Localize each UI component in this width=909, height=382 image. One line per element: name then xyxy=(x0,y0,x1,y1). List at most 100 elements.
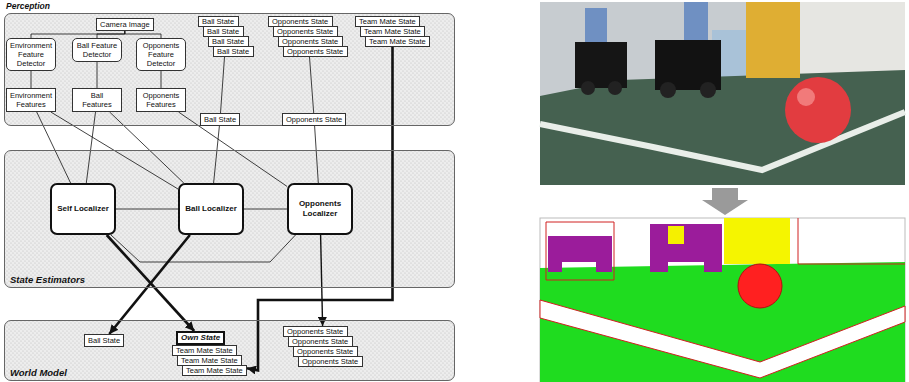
connector xyxy=(244,209,287,210)
band-ground xyxy=(4,320,455,381)
box-label: Ball State xyxy=(204,115,236,124)
stacked-state-box: Opponents State xyxy=(298,356,363,367)
stacked-state-box: Team Mate State xyxy=(177,355,242,366)
stacked-state-box: Ball State xyxy=(203,26,244,37)
state-stack: Opponents StateOpponents StateOpponents … xyxy=(283,326,363,367)
stacked-state-box: Opponents State xyxy=(288,336,353,347)
photo-goal xyxy=(746,2,800,78)
connector xyxy=(221,57,225,113)
connector xyxy=(116,209,178,210)
connector xyxy=(214,126,220,183)
box-label: Opponents Localizer xyxy=(289,199,351,219)
photo-robot-wheel xyxy=(581,81,595,95)
feature-box: Opponents Features xyxy=(136,88,186,112)
connector xyxy=(86,112,95,183)
photo-background xyxy=(540,218,905,382)
box-label: Opponents State xyxy=(286,115,342,124)
photo-field-line xyxy=(540,112,905,170)
own-state-box: Own State xyxy=(176,331,225,345)
stacked-state-box: Team Mate State xyxy=(355,16,420,27)
layer-band: World ModelBall StateOwn StateTeam Mate … xyxy=(4,320,455,381)
box-label: Self Localizer xyxy=(57,204,109,214)
estimator-box: Opponents Localizer xyxy=(287,183,353,235)
connector xyxy=(310,57,314,113)
estimator-box: Ball Localizer xyxy=(178,183,244,235)
box-label: Opponents Features xyxy=(139,91,183,109)
detector-box: Opponents Feature Detector xyxy=(136,38,186,71)
box-label: Environment Features xyxy=(9,91,53,109)
camera-photo xyxy=(540,2,905,185)
photo-ball-highlight xyxy=(797,88,815,106)
connector xyxy=(321,235,323,326)
stacked-state-box: Opponents State xyxy=(283,326,348,337)
photo-goal xyxy=(724,218,790,264)
connector xyxy=(97,31,125,38)
stacked-state-box: Ball State xyxy=(208,36,249,47)
box-label: Camera Image xyxy=(100,20,150,29)
state-stack: Team Mate StateTeam Mate StateTeam Mate … xyxy=(355,16,430,47)
photo-robot xyxy=(575,42,627,88)
photo-robot-marker xyxy=(684,2,708,40)
state-stack: Team Mate StateTeam Mate StateTeam Mate … xyxy=(172,345,247,376)
layer-heading: State Estimators xyxy=(10,274,85,285)
state-stack: Ball StateBall StateBall StateBall State xyxy=(198,16,254,57)
data-box: Ball State xyxy=(84,334,124,347)
box-label: Opponents Feature Detector xyxy=(139,41,183,68)
box-label: Environment Feature Detector xyxy=(9,41,53,68)
stacked-state-box: Opponents State xyxy=(293,346,358,357)
photo-robot xyxy=(650,224,722,272)
data-box: Camera Image xyxy=(96,18,154,31)
box-label: Ball Localizer xyxy=(185,204,237,214)
stacked-state-box: Team Mate State xyxy=(365,36,430,47)
detector-box: Environment Feature Detector xyxy=(6,38,56,71)
connector xyxy=(161,71,162,88)
connector xyxy=(247,47,393,371)
stacked-state-box: Opponents State xyxy=(283,46,348,57)
connector xyxy=(110,112,184,183)
band-ground xyxy=(4,13,455,126)
data-box: Opponents State xyxy=(282,113,346,126)
connector xyxy=(31,71,32,88)
connector xyxy=(125,31,161,38)
state-stack: Opponents StateOpponents StateOpponents … xyxy=(268,16,348,57)
photo-field-line xyxy=(540,300,905,378)
band-ground xyxy=(4,150,455,288)
photo-wall xyxy=(540,2,905,185)
photo-robot-marker xyxy=(585,8,607,42)
photo-robot-wheel xyxy=(660,82,676,98)
feature-box: Ball Features xyxy=(72,88,122,112)
photo-robot-wheel xyxy=(700,82,716,98)
connector xyxy=(111,235,296,262)
detector-box: Ball Feature Detector xyxy=(72,38,122,62)
stacked-state-box: Team Mate State xyxy=(360,26,425,37)
region-outline xyxy=(798,218,905,264)
photo-ball xyxy=(738,264,782,308)
box-label: Ball State xyxy=(88,336,120,345)
estimator-box: Self Localizer xyxy=(50,183,116,235)
connector xyxy=(97,62,98,88)
layer-heading: World Model xyxy=(10,367,67,378)
stacked-state-box: Team Mate State xyxy=(182,365,247,376)
box-label: Ball Feature Detector xyxy=(75,41,119,59)
stacked-state-box: Team Mate State xyxy=(172,345,237,356)
photo-robot xyxy=(655,40,721,90)
stacked-state-box: Opponents State xyxy=(273,26,338,37)
stacked-state-box: Ball State xyxy=(198,16,239,27)
photo-wall xyxy=(800,2,905,82)
connector xyxy=(31,31,125,38)
connector xyxy=(37,112,71,183)
feature-box: Environment Features xyxy=(6,88,56,112)
layer-band: PerceptionCamera ImageBall StateBall Sta… xyxy=(4,13,455,126)
data-box: Ball State xyxy=(200,113,240,126)
stacked-state-box: Ball State xyxy=(213,46,254,57)
process-arrow xyxy=(702,188,748,215)
connector xyxy=(315,126,319,183)
box-label: Ball Features xyxy=(75,91,119,109)
stacked-state-box: Opponents State xyxy=(268,16,333,27)
layer-band: State Estimators Self Localizer Ball Local… xyxy=(4,150,455,288)
segmented-photo xyxy=(540,218,905,382)
photo-ball xyxy=(785,77,851,143)
photo-robot xyxy=(548,236,612,272)
photo-robot-wheel xyxy=(608,81,622,95)
